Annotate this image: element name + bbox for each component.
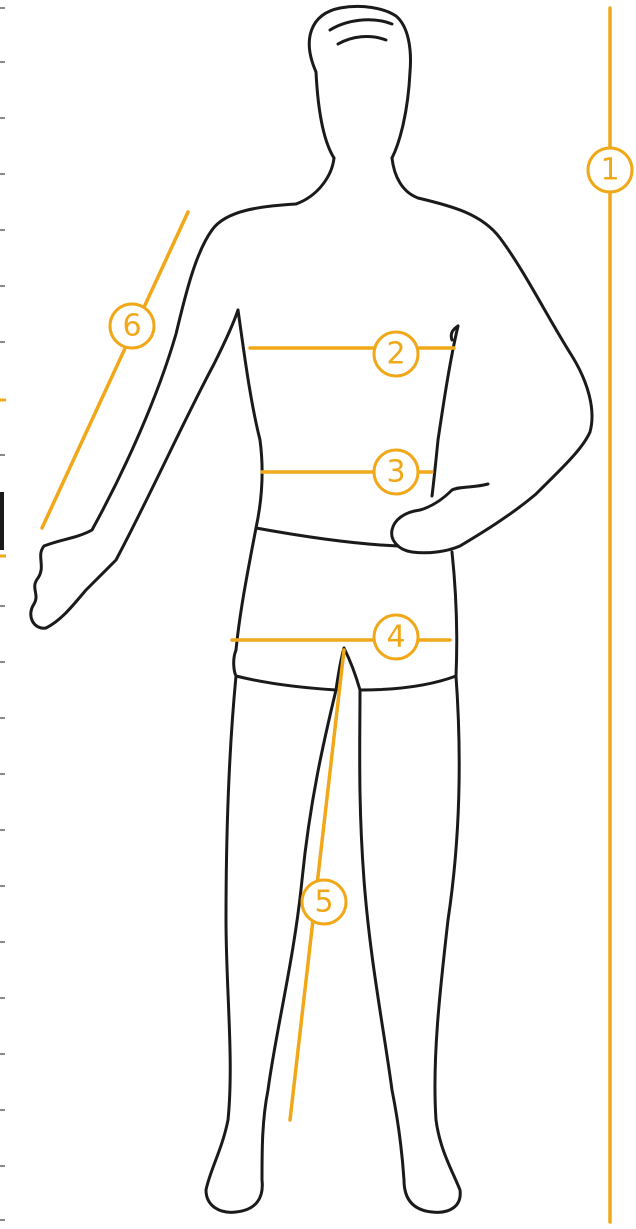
marker-1-label: 1: [600, 153, 619, 188]
marker-2: 2: [374, 332, 418, 376]
measurement-lines: [42, 8, 610, 1222]
hair-strands: [330, 20, 392, 44]
sleeve-line: [42, 212, 188, 528]
marker-6-label: 6: [122, 309, 141, 344]
head-outline: [309, 6, 410, 158]
marker-5-label: 5: [314, 885, 333, 920]
marker-4-label: 4: [386, 620, 405, 655]
marker-1: 1: [588, 148, 632, 192]
torso-left-outline: [238, 310, 262, 528]
marker-5: 5: [302, 880, 346, 924]
right-arm-outline: [392, 198, 592, 553]
marker-3: 3: [374, 450, 418, 494]
inner-arm-outline: [432, 326, 458, 496]
marker-2-label: 2: [386, 337, 405, 372]
left-leg-outline: [206, 676, 336, 1212]
neck-outline: [296, 158, 418, 204]
marker-3-label: 3: [386, 455, 405, 490]
marker-4: 4: [374, 615, 418, 659]
right-leg-outline: [360, 676, 461, 1212]
marker-6: 6: [110, 304, 154, 348]
left-edge-ruler: [0, 8, 6, 1220]
human-figure-outline: [31, 6, 592, 1212]
